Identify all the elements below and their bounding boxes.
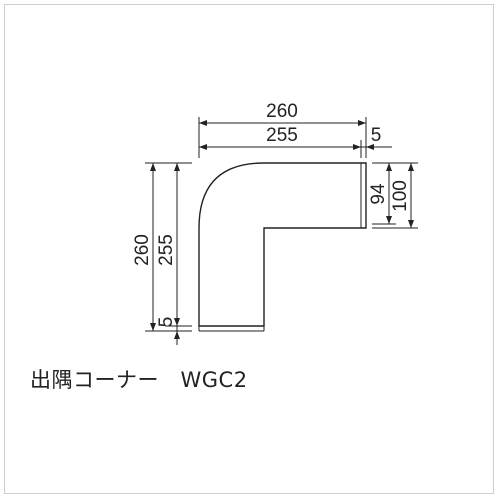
corner-piece-outline: [198, 162, 367, 327]
dim-label-left-5: 5: [156, 317, 177, 328]
dim-label-top-5: 5: [371, 125, 382, 146]
dim-label-top-255: 255: [266, 125, 298, 146]
dim-label-left-255: 255: [156, 234, 177, 266]
dim-label-left-260: 260: [132, 234, 153, 266]
dim-label-right-100: 100: [390, 180, 411, 212]
dim-label-top-260: 260: [266, 101, 298, 122]
product-caption: 出隅コーナー WGC2: [30, 368, 248, 392]
dim-label-right-94: 94: [368, 183, 389, 205]
